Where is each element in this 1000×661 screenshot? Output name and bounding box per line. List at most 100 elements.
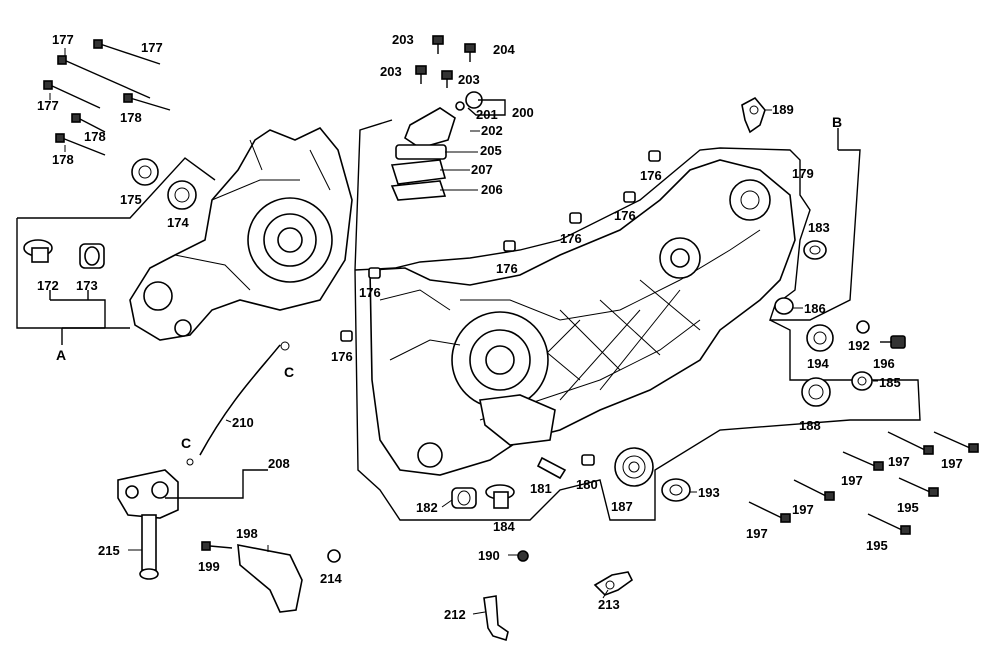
bolts-195-197 bbox=[748, 431, 979, 535]
part-184-bushing bbox=[485, 484, 515, 509]
label-199: 199 bbox=[198, 559, 220, 574]
group-a-leader bbox=[50, 299, 106, 328]
label-177: 177 bbox=[52, 32, 74, 47]
label-189: 189 bbox=[772, 102, 794, 117]
dowel-pins-176 bbox=[340, 150, 661, 342]
label-192: 192 bbox=[848, 338, 870, 353]
label-194: 194 bbox=[807, 356, 829, 371]
reed-group-line bbox=[354, 119, 393, 271]
left-crankcase bbox=[129, 127, 353, 341]
part-185-seal bbox=[851, 371, 873, 391]
part-192-nut bbox=[856, 320, 870, 334]
group-label-a: A bbox=[56, 347, 66, 363]
part-189-bracket bbox=[741, 96, 766, 134]
bolts-177-178 bbox=[43, 39, 171, 156]
label-203: 203 bbox=[380, 64, 402, 79]
label-183: 183 bbox=[808, 220, 830, 235]
label-206: 206 bbox=[481, 182, 503, 197]
group-b-outline-bottom bbox=[354, 269, 921, 521]
label-182: 182 bbox=[416, 500, 438, 515]
part-183-bearing bbox=[803, 240, 827, 260]
group-label-c: C bbox=[181, 435, 191, 451]
label-212: 212 bbox=[444, 607, 466, 622]
label-176: 176 bbox=[614, 208, 636, 223]
label-186: 186 bbox=[804, 301, 826, 316]
label-203: 203 bbox=[392, 32, 414, 47]
part-182-bushing bbox=[451, 487, 477, 509]
group-label-c: C bbox=[284, 364, 294, 380]
callout-labels: 177 177 177 178 178 178 175 174 172 173 … bbox=[37, 32, 963, 622]
label-172: 172 bbox=[37, 278, 59, 293]
part-194-bearing bbox=[806, 324, 834, 352]
label-176: 176 bbox=[560, 231, 582, 246]
label-190: 190 bbox=[478, 548, 500, 563]
label-210: 210 bbox=[232, 415, 254, 430]
label-197: 197 bbox=[792, 502, 814, 517]
part-213-clamp bbox=[593, 571, 634, 596]
part-187-bearing bbox=[614, 447, 654, 487]
label-196: 196 bbox=[873, 356, 895, 371]
label-177: 177 bbox=[37, 98, 59, 113]
part-199-bolt bbox=[201, 541, 233, 551]
label-208: 208 bbox=[268, 456, 290, 471]
group-b-outline-top bbox=[354, 147, 861, 321]
part-214-nut bbox=[327, 549, 341, 563]
label-176: 176 bbox=[640, 168, 662, 183]
label-180: 180 bbox=[576, 477, 598, 492]
label-178: 178 bbox=[120, 110, 142, 125]
part-175-seal bbox=[131, 158, 159, 186]
part-208-leader bbox=[165, 469, 268, 499]
label-197: 197 bbox=[888, 454, 910, 469]
part-190-nut bbox=[517, 550, 529, 562]
part-215-oil-pump bbox=[117, 469, 179, 580]
label-179: 179 bbox=[792, 166, 814, 181]
part-181-pin bbox=[536, 456, 567, 480]
part-174-bearing bbox=[167, 180, 197, 210]
label-188: 188 bbox=[799, 418, 821, 433]
label-207: 207 bbox=[471, 162, 493, 177]
label-195: 195 bbox=[897, 500, 919, 515]
leader-lines bbox=[128, 109, 878, 615]
part-173-bushing bbox=[79, 243, 105, 269]
label-185: 185 bbox=[879, 375, 901, 390]
reed-valve-assembly bbox=[390, 35, 483, 201]
part-200-leader bbox=[467, 99, 506, 116]
label-213: 213 bbox=[598, 597, 620, 612]
label-173: 173 bbox=[76, 278, 98, 293]
label-176: 176 bbox=[331, 349, 353, 364]
label-193: 193 bbox=[698, 485, 720, 500]
label-205: 205 bbox=[480, 143, 502, 158]
label-176: 176 bbox=[496, 261, 518, 276]
part-210-hose bbox=[199, 344, 281, 456]
label-174: 174 bbox=[167, 215, 189, 230]
label-197: 197 bbox=[841, 473, 863, 488]
part-186-seal bbox=[774, 297, 794, 315]
label-178: 178 bbox=[84, 129, 106, 144]
part-196-bolt bbox=[880, 335, 906, 349]
part-188-bearing bbox=[801, 377, 831, 407]
label-187: 187 bbox=[611, 499, 633, 514]
label-201: 201 bbox=[476, 107, 498, 122]
label-214: 214 bbox=[320, 571, 342, 586]
label-181: 181 bbox=[530, 481, 552, 496]
label-203: 203 bbox=[458, 72, 480, 87]
part-198-plate bbox=[237, 544, 303, 613]
group-a-bracket-left bbox=[16, 218, 130, 329]
label-197: 197 bbox=[746, 526, 768, 541]
part-212-bracket bbox=[483, 595, 509, 642]
label-184: 184 bbox=[493, 519, 515, 534]
label-178: 178 bbox=[52, 152, 74, 167]
part-172-bushing bbox=[23, 239, 53, 263]
label-176: 176 bbox=[359, 285, 381, 300]
group-label-b: B bbox=[832, 114, 842, 130]
main-crankcase bbox=[369, 159, 796, 476]
label-200: 200 bbox=[512, 105, 534, 120]
label-175: 175 bbox=[120, 192, 142, 207]
group-a-bracket-top bbox=[17, 157, 216, 219]
label-197: 197 bbox=[941, 456, 963, 471]
label-215: 215 bbox=[98, 543, 120, 558]
part-180-dowel bbox=[581, 454, 595, 466]
label-177: 177 bbox=[141, 40, 163, 55]
